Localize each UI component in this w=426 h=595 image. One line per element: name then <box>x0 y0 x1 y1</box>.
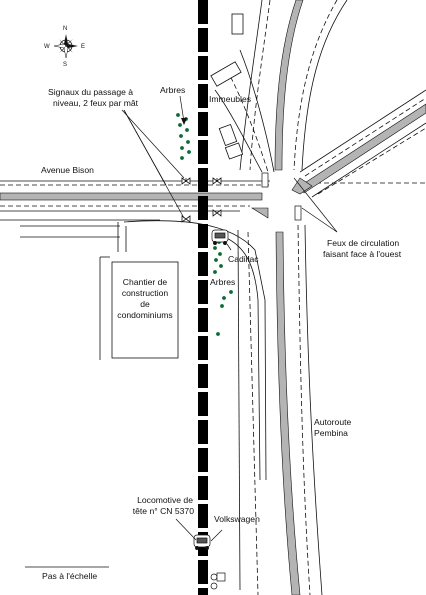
cadillac-car <box>211 229 229 245</box>
tree-dot <box>180 146 184 150</box>
north-service-road <box>214 49 275 173</box>
avenue-label: Avenue Bison <box>41 165 94 175</box>
compass-rose <box>53 34 78 59</box>
tree-dot <box>213 270 217 274</box>
signals-label-line2: niveau, 2 feux par mât <box>53 98 139 108</box>
traffic-lights-label-line1: Feux de circulation <box>327 238 400 248</box>
west-side-streets <box>20 220 267 481</box>
tree-dot <box>218 252 222 256</box>
locomotive-label-line1: Locomotive de <box>137 495 193 505</box>
pembina-median-south <box>275 231 301 595</box>
traffic-lights <box>261 172 302 221</box>
tree-dot <box>178 123 182 127</box>
compass-south: S <box>63 62 68 68</box>
scale-note: Pas à l'échelle <box>42 571 98 581</box>
pembina-road <box>237 0 348 595</box>
arrowhead <box>181 118 187 125</box>
avenue-east-road <box>299 89 426 198</box>
construction-label-line2: construction <box>121 288 169 298</box>
compass-east: E <box>81 44 86 50</box>
avenue-east-median <box>299 103 426 194</box>
highway-label-line2: Pembina <box>314 428 348 438</box>
leader-lines <box>121 95 338 542</box>
buildings-label: Immeubles <box>209 94 252 104</box>
avenue-median <box>0 192 263 201</box>
signal-north-west <box>181 177 191 185</box>
signal-south-east <box>212 209 222 217</box>
intersection-island-sw <box>250 207 269 219</box>
tree-dot <box>185 128 189 132</box>
tree-dot <box>187 150 191 154</box>
tree-dot <box>213 246 217 250</box>
construction-label-line3: de <box>140 299 150 309</box>
tree-dot <box>214 258 218 262</box>
volkswagen-label: Volkswagen <box>214 514 260 524</box>
locomotive-label-line2: tête n° CN 5370 <box>132 506 194 516</box>
buildings <box>210 13 244 160</box>
signal-north-east <box>212 177 222 185</box>
construction-label-line4: condominiums <box>117 310 173 320</box>
tree-dots <box>176 113 233 336</box>
cadillac-label: Cadillac <box>228 254 259 264</box>
compass-north: N <box>63 26 68 32</box>
tree-dot <box>176 113 180 117</box>
trees-north-label: Arbres <box>160 85 186 95</box>
trees-south-label: Arbres <box>210 277 236 287</box>
highway-label-line1: Autoroute <box>314 417 352 427</box>
construction-label-line1: Chantier de <box>122 277 168 287</box>
parking-shapes <box>210 572 226 590</box>
tree-dot <box>179 134 183 138</box>
avenue-bison-road <box>0 180 426 221</box>
tree-dot <box>180 156 184 160</box>
tree-dot <box>219 264 223 268</box>
tree-dot <box>229 290 233 294</box>
tree-dot <box>216 332 220 336</box>
volkswagen-car <box>193 534 211 550</box>
tree-dot <box>222 296 226 300</box>
signals-label-line1: Signaux du passage à <box>48 87 134 97</box>
construction-site <box>111 261 179 359</box>
tree-dot <box>220 304 224 308</box>
pembina-median-north <box>274 0 304 171</box>
traffic-lights-label-line2: faisant face à l'ouest <box>323 249 402 259</box>
tree-dot <box>186 140 190 144</box>
compass-west: W <box>44 44 50 50</box>
